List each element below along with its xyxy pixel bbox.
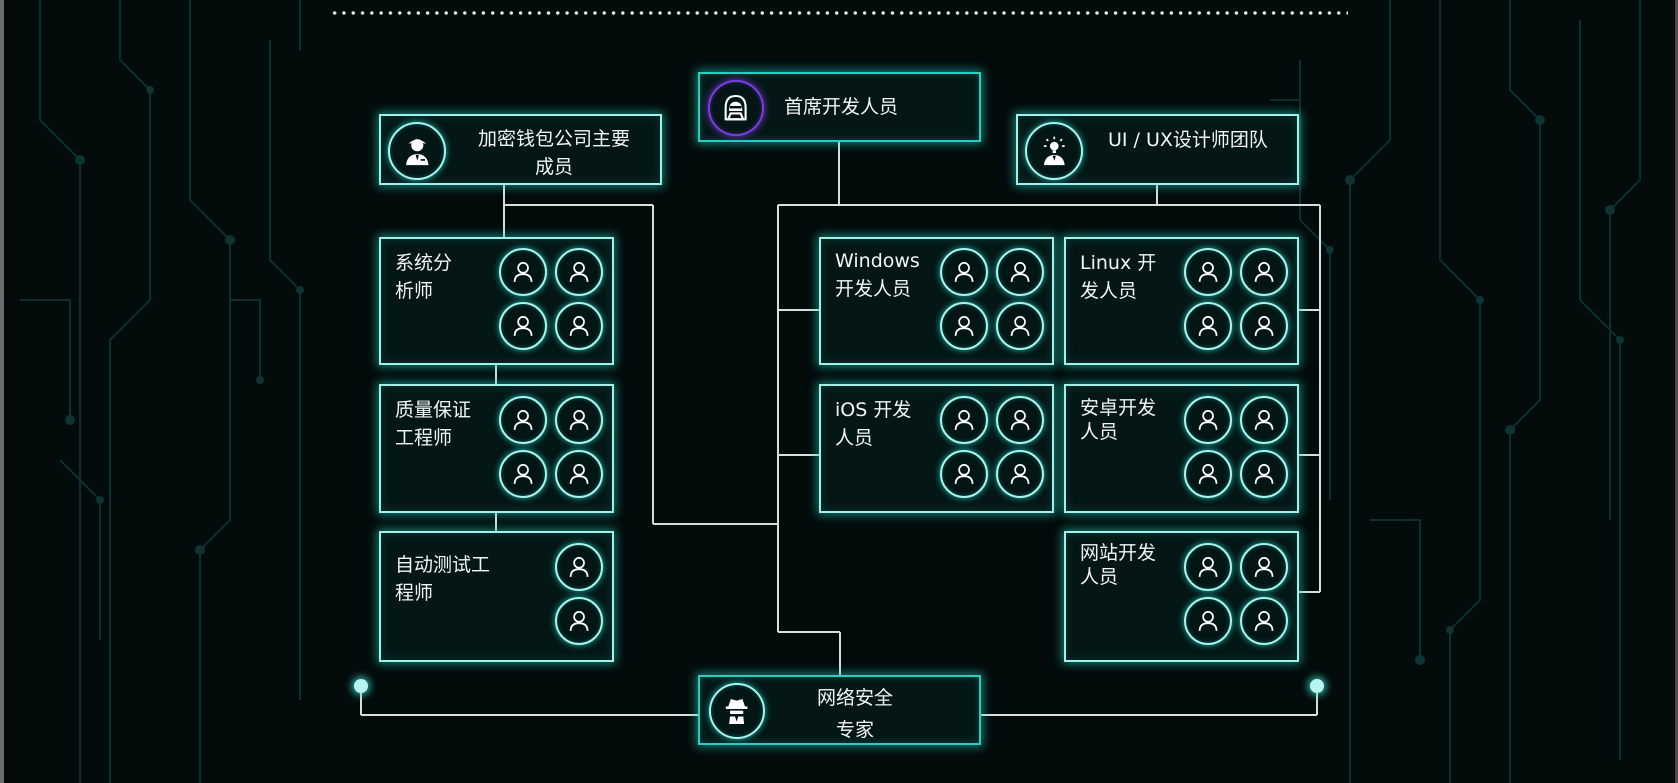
chief-developer-node: 首席开发人员 [698, 72, 981, 142]
user-outline-icon [1240, 597, 1288, 645]
user-outline-icon [996, 248, 1044, 296]
user-outline-icon [499, 396, 547, 444]
team-label-line2: 开发人员 [835, 278, 912, 300]
team-label-line1: Windows [835, 250, 920, 272]
right-edge [1675, 0, 1678, 783]
user-outline-icon [940, 450, 988, 498]
team-label-line2: 工程师 [395, 427, 453, 449]
user-outline-icon [996, 450, 1044, 498]
security-title-line1: 网络安全 [816, 687, 893, 709]
user-outline-icon [1240, 248, 1288, 296]
team-windows-developers: Windows 开发人员 [819, 237, 1054, 365]
security-title-line2: 专家 [835, 719, 874, 741]
left-endpoint-dot [354, 679, 368, 693]
user-outline-icon [1240, 302, 1288, 350]
team-label-line1: 系统分 [395, 252, 453, 274]
team-label-line1: 安卓开发 [1080, 397, 1157, 419]
user-outline-icon [499, 302, 547, 350]
team-android-developers: 安卓开发 人员 [1064, 384, 1299, 513]
user-outline-icon [996, 302, 1044, 350]
team-label-line1: 网站开发 [1080, 542, 1157, 564]
user-outline-icon [996, 396, 1044, 444]
team-label-line1: Linux 开 [1080, 252, 1157, 274]
dotted-divider [330, 11, 1348, 15]
team-label-line1: 质量保证 [395, 399, 472, 421]
team-label-line2: 析师 [395, 280, 434, 302]
team-ios-developers: iOS 开发 人员 [819, 384, 1054, 513]
team-label-line2: 发人员 [1080, 280, 1138, 302]
user-outline-icon [1184, 543, 1232, 591]
team-qa-engineers: 质量保证 工程师 [379, 384, 614, 513]
crypto-title-line1: 加密钱包公司主要 [477, 128, 630, 150]
crypto-title-line2: 成员 [534, 156, 573, 178]
right-endpoint-dot [1310, 679, 1324, 693]
team-label-line2: 人员 [835, 427, 874, 449]
user-outline-icon [555, 396, 603, 444]
design-team-title: UI / UX设计师团队 [1108, 129, 1268, 151]
team-label-line1: 自动测试工 [395, 554, 491, 576]
user-outline-icon [555, 302, 603, 350]
lightbulb-person-icon [1025, 122, 1083, 180]
team-label-line1: iOS 开发 [835, 399, 912, 421]
user-outline-icon [1240, 396, 1288, 444]
team-linux-developers: Linux 开 发人员 [1064, 237, 1299, 365]
user-outline-icon [555, 597, 603, 645]
user-outline-icon [499, 450, 547, 498]
user-outline-icon [940, 302, 988, 350]
team-automation-test-engineers: 自动测试工 程师 [379, 531, 614, 662]
user-outline-icon [940, 248, 988, 296]
security-expert-node: 网络安全 专家 [698, 675, 981, 745]
team-label-line2: 人员 [1080, 421, 1119, 443]
user-outline-icon [1184, 248, 1232, 296]
team-label-line2: 程师 [395, 582, 434, 604]
user-outline-icon [1240, 450, 1288, 498]
hooded-hacker-icon [708, 80, 764, 136]
user-outline-icon [1184, 450, 1232, 498]
spy-icon [709, 683, 765, 739]
user-outline-icon [1184, 302, 1232, 350]
user-suit-icon [388, 122, 446, 180]
crypto-company-node: 加密钱包公司主要 成员 [379, 114, 662, 185]
user-outline-icon [1184, 396, 1232, 444]
design-team-node: UI / UX设计师团队 [1016, 114, 1299, 185]
user-outline-icon [499, 248, 547, 296]
user-outline-icon [940, 396, 988, 444]
chief-developer-title: 首席开发人员 [784, 96, 899, 118]
team-label-line2: 人员 [1080, 566, 1119, 588]
user-outline-icon [555, 543, 603, 591]
left-edge [0, 0, 4, 783]
user-outline-icon [1184, 597, 1232, 645]
team-web-developers: 网站开发 人员 [1064, 531, 1299, 662]
team-system-analysts: 系统分 析师 [379, 237, 614, 365]
user-outline-icon [1240, 543, 1288, 591]
user-outline-icon [555, 248, 603, 296]
user-outline-icon [555, 450, 603, 498]
